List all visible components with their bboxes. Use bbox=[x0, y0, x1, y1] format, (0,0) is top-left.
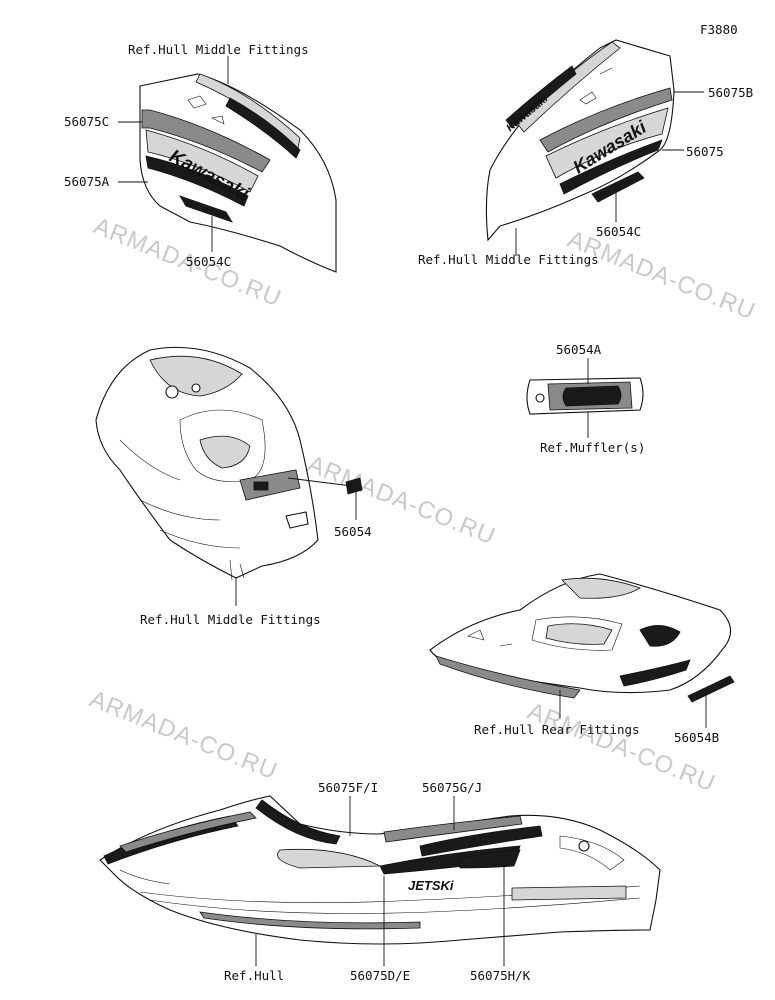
callout-56075HK: 56075H/K bbox=[470, 968, 531, 983]
hull-middle-panel-left: Kawasaki bbox=[139, 73, 337, 273]
leader-56054-a bbox=[287, 477, 353, 487]
callout-56054A: 56054A bbox=[556, 342, 602, 357]
callout-56054B: 56054B bbox=[674, 730, 719, 745]
callout-56054: 56054 bbox=[334, 524, 372, 539]
callout-ref-hull-middle-top-left: Ref.Hull Middle Fittings bbox=[128, 42, 309, 57]
leaders-top-left bbox=[118, 56, 229, 252]
callout-ref-hull: Ref.Hull bbox=[224, 968, 284, 983]
callout-56075B: 56075B bbox=[708, 85, 753, 100]
callout-56054C-left: 56054C bbox=[186, 254, 231, 269]
watermark-4: ARMADA-CO.RU bbox=[86, 686, 282, 786]
callout-ref-hull-middle-center: Ref.Hull Middle Fittings bbox=[140, 612, 321, 627]
callout-56075A: 56075A bbox=[64, 174, 110, 189]
callout-56075: 56075 bbox=[686, 144, 724, 159]
watermark-5: ARMADA-CO.RU bbox=[524, 698, 720, 798]
callout-56075C: 56075C bbox=[64, 114, 109, 129]
callout-56075GJ: 56075G/J bbox=[422, 780, 482, 795]
callout-56075DE: 56075D/E bbox=[350, 968, 410, 983]
callout-56054C-right: 56054C bbox=[596, 224, 641, 239]
watermark-2: ARMADA-CO.RU bbox=[564, 226, 760, 326]
hull-full: JETSKi bbox=[99, 795, 661, 945]
callout-ref-hull-rear: Ref.Hull Rear Fittings bbox=[474, 722, 640, 737]
hull-middle-deck bbox=[95, 346, 363, 581]
figure-code: F3880 bbox=[700, 22, 738, 37]
leaders-top-right bbox=[515, 91, 704, 256]
callout-56075FI: 56075F/I bbox=[318, 780, 378, 795]
leaders-hull bbox=[255, 796, 505, 966]
muffler bbox=[526, 377, 644, 415]
hull-middle-panel-right: Kawasaki Kawasaki bbox=[485, 39, 675, 242]
callout-ref-hull-middle-top-right: Ref.Hull Middle Fittings bbox=[418, 252, 599, 267]
callout-ref-muffler: Ref.Muffler(s) bbox=[540, 440, 645, 455]
hull-rear-fittings bbox=[429, 573, 735, 703]
jetski-logo: JETSKi bbox=[408, 878, 454, 893]
